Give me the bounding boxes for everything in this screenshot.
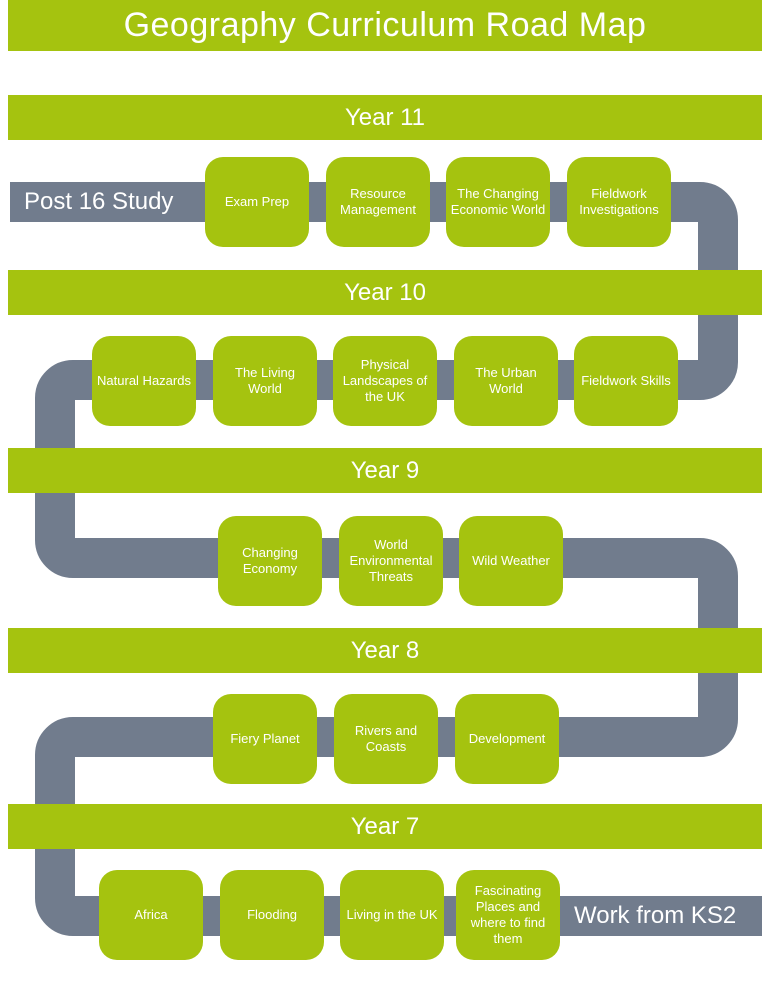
topic-box: Fieldwork Investigations <box>567 157 671 247</box>
topic-box: Rivers and Coasts <box>334 694 438 784</box>
topic-box: Exam Prep <box>205 157 309 247</box>
page-title: Geography Curriculum Road Map <box>8 0 762 51</box>
topic-box: Development <box>455 694 559 784</box>
topic-box: Flooding <box>220 870 324 960</box>
year-7-banner: Year 7 <box>8 804 762 849</box>
topic-box: Fieldwork Skills <box>574 336 678 426</box>
topic-box: Wild Weather <box>459 516 563 606</box>
year-8-banner: Year 8 <box>8 628 762 673</box>
topic-box: Living in the UK <box>340 870 444 960</box>
post-16-study-label: Post 16 Study <box>10 182 190 222</box>
topic-box: The Living World <box>213 336 317 426</box>
topic-box: Resource Management <box>326 157 430 247</box>
topic-box: Africa <box>99 870 203 960</box>
topic-box: The Changing Economic World <box>446 157 550 247</box>
topic-box: The Urban World <box>454 336 558 426</box>
topic-box: World Environmental Threats <box>339 516 443 606</box>
year-10-banner: Year 10 <box>8 270 762 315</box>
topic-box: Natural Hazards <box>92 336 196 426</box>
topic-box: Fiery Planet <box>213 694 317 784</box>
topic-box: Physical Landscapes of the UK <box>333 336 437 426</box>
topic-box: Fascinating Places and where to find the… <box>456 870 560 960</box>
year-9-banner: Year 9 <box>8 448 762 493</box>
year-11-banner: Year 11 <box>8 95 762 140</box>
topic-box: Changing Economy <box>218 516 322 606</box>
work-from-ks2-label: Work from KS2 <box>560 896 762 936</box>
